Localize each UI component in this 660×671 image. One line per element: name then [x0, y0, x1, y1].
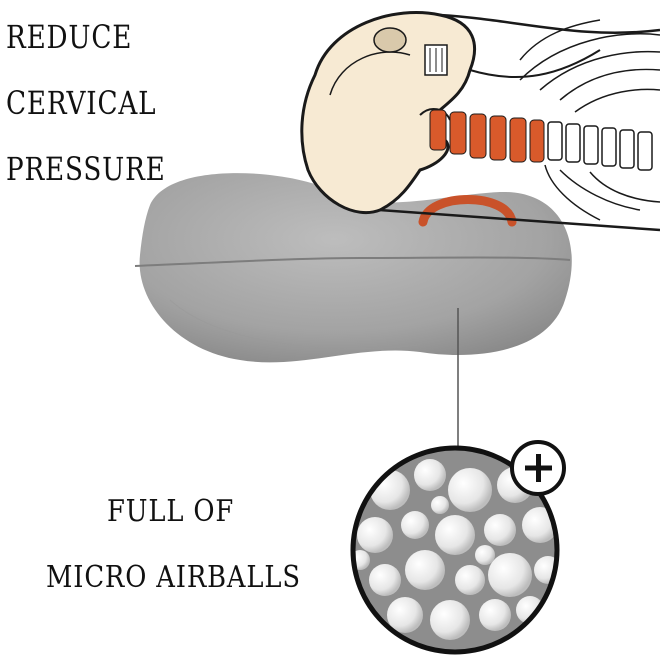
ribcage	[519, 19, 660, 221]
pillow	[134, 173, 572, 363]
cervical-spine	[429, 109, 545, 163]
headline-line-2: CERVICAL	[6, 84, 157, 122]
caption-line-2: MICRO AIRBALLS	[46, 560, 301, 595]
headline-line-1: REDUCE	[6, 18, 133, 56]
airballs-zoom	[350, 445, 560, 655]
plus-icon	[510, 440, 566, 496]
skeleton-illustration	[300, 11, 660, 232]
caption-line-1: FULL OF	[107, 494, 235, 529]
headline-line-3: PRESSURE	[6, 150, 166, 188]
